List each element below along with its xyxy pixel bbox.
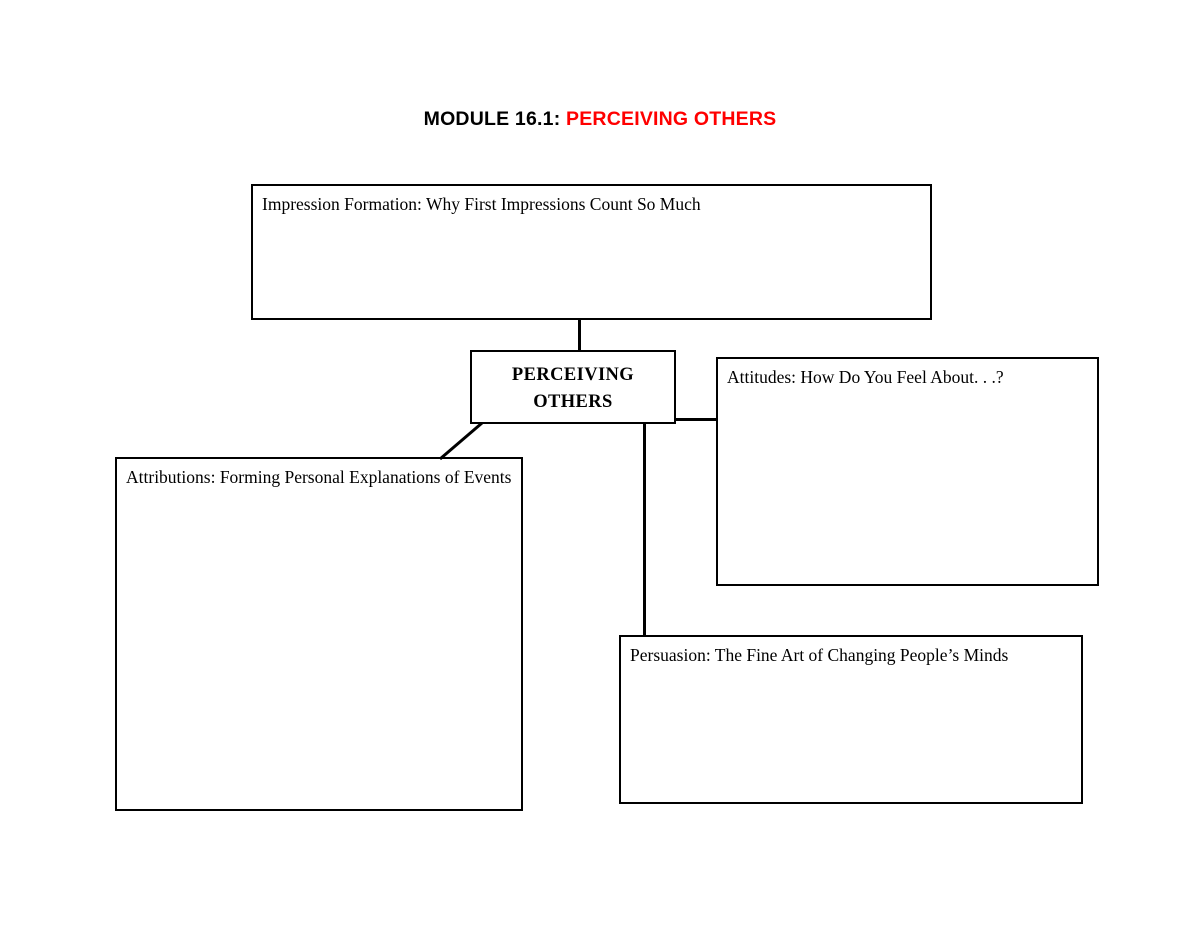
node-attributions[interactable]: Attributions: Forming Personal Explanati… bbox=[115, 457, 523, 811]
node-impression-formation[interactable]: Impression Formation: Why First Impressi… bbox=[251, 184, 932, 320]
page-title-topic: PERCEIVING OTHERS bbox=[566, 108, 777, 130]
node-persuasion[interactable]: Persuasion: The Fine Art of Changing Peo… bbox=[619, 635, 1083, 804]
connector-center-to-attributions bbox=[439, 421, 483, 461]
node-attitudes-label: Attitudes: How Do You Feel About. . .? bbox=[727, 367, 1004, 387]
node-center-label-line1: PERCEIVING bbox=[511, 365, 635, 385]
node-center-label: PERCEIVING OTHERS bbox=[472, 362, 674, 416]
page-title: MODULE 16.1: PERCEIVING OTHERS bbox=[0, 108, 1200, 131]
page-title-module: MODULE 16.1: bbox=[423, 108, 561, 130]
node-attitudes[interactable]: Attitudes: How Do You Feel About. . .? bbox=[716, 357, 1099, 586]
node-attributions-label: Attributions: Forming Personal Explanati… bbox=[126, 467, 512, 487]
node-center-label-line2: OTHERS bbox=[533, 391, 613, 412]
connector-center-to-impression bbox=[578, 318, 581, 352]
connector-center-to-attitudes bbox=[674, 418, 718, 421]
node-persuasion-label: Persuasion: The Fine Art of Changing Peo… bbox=[630, 645, 1009, 665]
node-center-perceiving-others[interactable]: PERCEIVING OTHERS bbox=[470, 350, 676, 424]
node-impression-formation-label: Impression Formation: Why First Impressi… bbox=[262, 194, 701, 214]
connector-center-to-persuasion bbox=[643, 422, 646, 637]
